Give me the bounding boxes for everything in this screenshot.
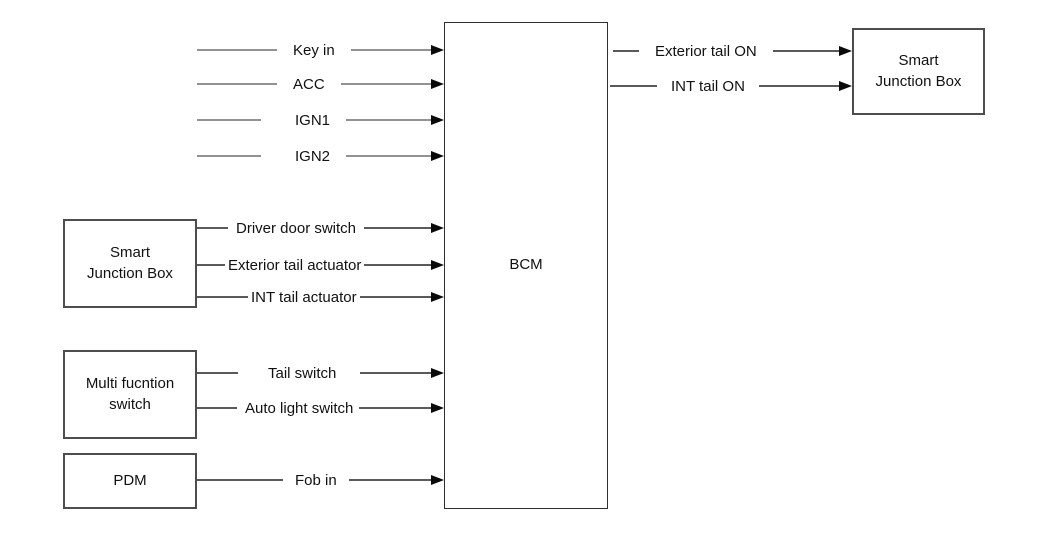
bcm-label: BCM	[509, 256, 543, 274]
wire	[359, 296, 431, 298]
signal-label: Auto light switch	[245, 399, 354, 417]
signal-label: Tail switch	[268, 364, 337, 382]
arrowhead-icon	[431, 475, 444, 485]
wire	[197, 119, 261, 121]
multi-function-switch-box: Multi fucntion switch	[63, 350, 197, 439]
smart-junction-box-left: Smart Junction Box	[63, 219, 197, 308]
wire	[364, 227, 431, 229]
bcm-box: BCM	[444, 22, 608, 509]
signal-label: INT tail actuator	[251, 288, 357, 306]
arrowhead-icon	[431, 223, 444, 233]
signal-label: IGN2	[295, 147, 331, 165]
wire	[197, 296, 248, 298]
pdm-box: PDM	[63, 453, 197, 509]
arrowhead-icon	[431, 292, 444, 302]
input-driver-door-switch: Driver door switch	[197, 218, 444, 238]
arrowhead-icon	[839, 81, 852, 91]
arrowhead-icon	[431, 368, 444, 378]
signal-label: INT tail ON	[671, 77, 745, 95]
wire	[197, 407, 237, 409]
wire	[359, 407, 431, 409]
smart-junction-box-right: Smart Junction Box	[852, 28, 985, 115]
arrowhead-icon	[431, 79, 444, 89]
wire	[346, 119, 431, 121]
input-acc: ACC	[197, 74, 444, 94]
wire	[197, 264, 225, 266]
wire	[610, 85, 657, 87]
wire	[340, 83, 431, 85]
wire	[197, 372, 238, 374]
signal-label: Driver door switch	[236, 219, 357, 237]
arrowhead-icon	[431, 151, 444, 161]
box-label: Multi fucntion switch	[85, 375, 175, 413]
signal-label: Fob in	[295, 471, 337, 489]
signal-label: Key in	[293, 41, 335, 59]
input-int-tail-actuator: INT tail actuator	[197, 287, 444, 307]
signal-label: Exterior tail actuator	[228, 256, 362, 274]
input-ign2: IGN2	[197, 146, 444, 166]
box-label: Smart Junction Box	[875, 52, 962, 90]
wire	[758, 85, 839, 87]
box-label: PDM	[113, 471, 147, 489]
input-exterior-tail-actuator: Exterior tail actuator	[197, 255, 444, 275]
input-auto-light-switch: Auto light switch	[197, 398, 444, 418]
arrowhead-icon	[431, 115, 444, 125]
arrowhead-icon	[839, 46, 852, 56]
wire	[197, 83, 277, 85]
signal-label: Exterior tail ON	[655, 42, 757, 60]
input-key-in: Key in	[197, 40, 444, 60]
input-ign1: IGN1	[197, 110, 444, 130]
output-int-tail-on: INT tail ON	[608, 76, 852, 96]
wire	[197, 227, 228, 229]
wire	[348, 479, 431, 481]
wire	[350, 49, 431, 51]
wire	[613, 50, 639, 52]
signal-label: IGN1	[295, 111, 331, 129]
wire	[772, 50, 839, 52]
input-fob-in: Fob in	[197, 470, 444, 490]
arrowhead-icon	[431, 45, 444, 55]
wire	[197, 49, 277, 51]
arrowhead-icon	[431, 260, 444, 270]
wire	[197, 155, 261, 157]
arrowhead-icon	[431, 403, 444, 413]
wire	[360, 372, 431, 374]
wire	[346, 155, 431, 157]
signal-label: ACC	[293, 75, 325, 93]
input-tail-switch: Tail switch	[197, 363, 444, 383]
output-exterior-tail-on: Exterior tail ON	[608, 41, 852, 61]
wire	[364, 264, 431, 266]
box-label: Smart Junction Box	[87, 244, 173, 282]
wire	[197, 479, 283, 481]
